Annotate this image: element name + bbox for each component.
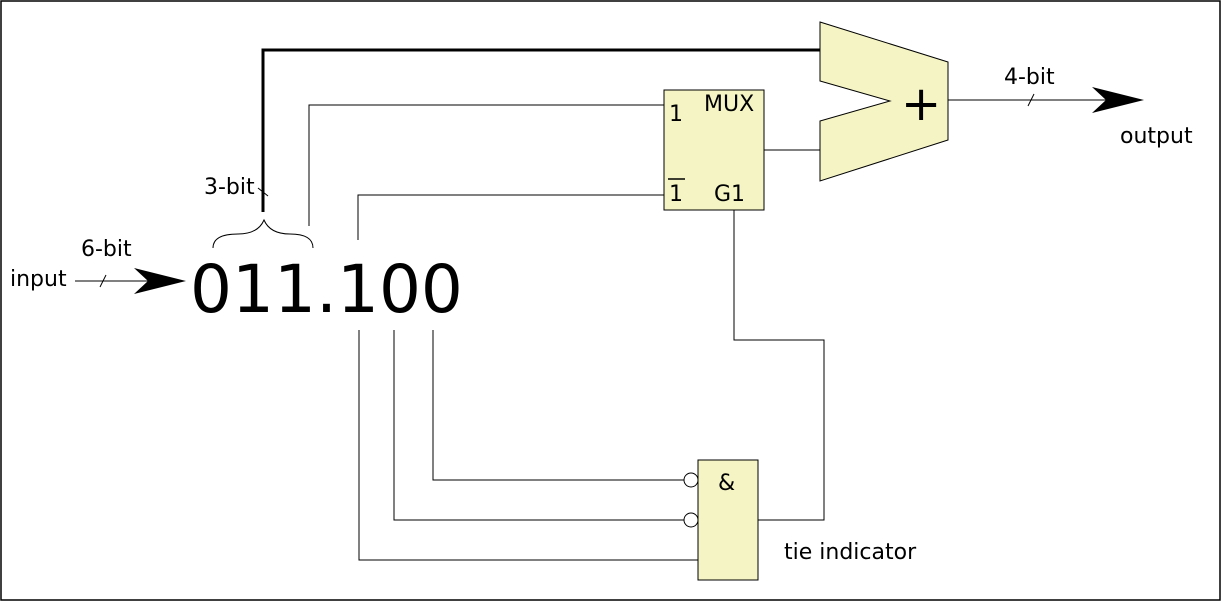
output-width-label: 4-bit bbox=[1004, 65, 1055, 90]
adder-block bbox=[819, 21, 949, 182]
mux-select-label: G1 bbox=[714, 182, 745, 207]
input-bus-slash bbox=[99, 274, 107, 288]
and-gate-symbol: & bbox=[718, 471, 735, 496]
output-label: output bbox=[1120, 124, 1193, 149]
inverted-input-bubble-top bbox=[683, 472, 699, 488]
output-bus-slash bbox=[1027, 93, 1035, 107]
wire-tie-to-mux-select bbox=[733, 210, 825, 521]
integer-width-label: 3-bit bbox=[204, 175, 255, 200]
inverted-input-bubble-middle bbox=[683, 512, 699, 528]
mux-block bbox=[663, 89, 765, 211]
tie-indicator-label: tie indicator bbox=[784, 540, 917, 565]
mux-title: MUX bbox=[704, 92, 754, 117]
output-arrowhead bbox=[1092, 87, 1144, 113]
input-arrowhead bbox=[134, 268, 186, 294]
integer-bus-wire bbox=[261, 48, 820, 212]
adder-symbol: + bbox=[901, 76, 941, 132]
integer-bits-brace bbox=[212, 218, 314, 249]
mux-input-not-one-label: 1 bbox=[669, 182, 683, 207]
wire-frac3-to-and bbox=[432, 330, 684, 481]
input-label: input bbox=[10, 267, 67, 292]
wire-frac2-to-and bbox=[393, 330, 684, 521]
input-width-label: 6-bit bbox=[81, 237, 132, 262]
and-gate-block bbox=[697, 459, 759, 581]
wire-lsb-to-mux-1 bbox=[308, 104, 664, 226]
mux-input-one-label: 1 bbox=[669, 102, 683, 127]
fixed-point-number: 011.100 bbox=[190, 251, 463, 328]
wire-frac-to-mux-not1 bbox=[357, 194, 664, 240]
wire-frac1-to-and bbox=[358, 330, 698, 561]
